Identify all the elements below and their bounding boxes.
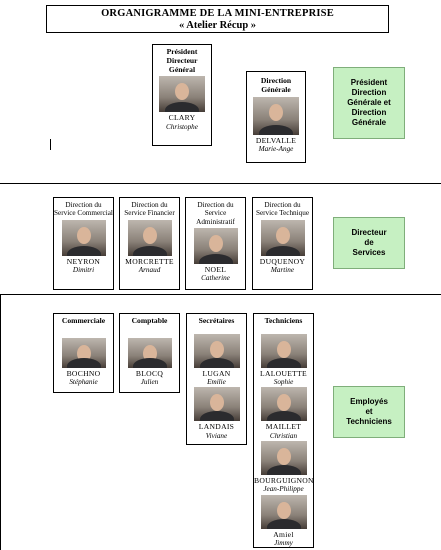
title-line-1: ORGANIGRAMME DE LA MINI-ENTREPRISE [101,8,334,19]
person-photo [193,227,238,264]
legend-label: Directeur de Services [351,228,387,257]
card-role: Techniciens [264,316,303,325]
person-firstname: Arnaud [138,265,161,274]
card-role: Direction du Service Financier [124,201,175,218]
card-role: Comptable [131,316,168,325]
legend-service-directors: Directeur de Services [333,217,405,269]
person-entry: LALOUETTE Sophie [254,333,313,387]
person-entry: LUGAN Emilie [187,333,246,387]
card-role: Président Directeur Général [166,47,198,74]
person-firstname: Christian [269,431,298,440]
person-entry: MAILLET Christian [254,387,313,440]
person-photo [193,333,240,368]
person-firstname: Stéphanie [69,378,98,387]
person-surname: Amiel [273,529,294,539]
chart-title: ORGANIGRAMME DE LA MINI-ENTREPRISE « Ate… [46,5,389,33]
person-surname: BOCHNO [66,368,101,378]
person-firstname: Dimitri [72,265,95,274]
card-role: Direction Générale [260,76,292,94]
card-role: Secrétaires [198,316,235,325]
legend-employees: Employés et Techniciens [333,386,405,438]
separator-line-2 [0,294,441,295]
title-line-2: « Atelier Récup » [178,20,257,31]
person-photo [260,219,305,256]
legend-label: Employés et Techniciens [346,397,392,426]
person-firstname: Viviane [205,431,228,440]
person-photo [127,337,172,368]
person-firstname: Julien [140,378,159,387]
card-pdg: Président Directeur Général CLARY Christ… [152,44,212,146]
person-surname: LANDAIS [198,422,235,432]
card-role: Commerciale [61,316,106,325]
person-photo [61,219,106,256]
card-role: Direction du Service Commercial [54,201,113,218]
card-service-financier: Direction du Service Financier MORCRETTE… [119,197,180,290]
person-surname: MAILLET [265,422,302,432]
separator-line-1 [0,183,441,184]
person-firstname: Catherine [201,274,230,283]
person-firstname: Marie-Ange [258,144,294,153]
person-photo [253,96,299,135]
person-firstname: Martine [270,265,295,274]
person-surname: NOEL [204,264,227,274]
person-entry: LANDAIS Viviane [187,387,246,440]
person-photo [260,387,307,422]
card-comptable: Comptable BLOCQ Julien [119,313,180,393]
card-service-administratif: Direction du Service Administratif NOEL … [185,197,246,290]
person-photo [159,76,205,113]
person-surname: DUQUENOY [259,256,306,266]
person-surname: LALOUETTE [260,368,307,378]
person-surname: BOURGUIGNON [254,475,314,485]
card-secretaires: Secrétaires LUGAN Emilie LANDAIS Viviane [186,313,247,445]
text-cursor [50,139,51,150]
person-firstname: Sophie [273,378,294,387]
person-photo [127,219,172,256]
person-surname: NEYRON [66,256,101,266]
card-commerciale: Commerciale BOCHNO Stéphanie [53,313,114,393]
legend-label: Président Direction Générale et Directio… [347,78,391,127]
card-role: Direction du Service Administratif [196,201,235,226]
person-surname: CLARY [168,113,196,123]
separator-vertical [0,294,1,550]
person-surname: MORCRETTE [125,256,174,266]
person-surname: DELVALLE [255,135,297,145]
person-firstname: Jean-Philippe [263,485,304,494]
person-photo [61,337,106,368]
legend-top-management: Président Direction Générale et Directio… [333,67,405,139]
person-entry: Amiel Jimmy [254,494,313,548]
card-service-technique: Direction du Service Technique DUQUENOY … [252,197,313,290]
person-firstname: Jimmy [274,538,293,547]
person-firstname: Emilie [207,378,226,387]
person-photo [260,333,307,368]
card-service-commercial: Direction du Service Commercial NEYRON D… [53,197,114,290]
person-surname: LUGAN [202,368,231,378]
person-photo [260,440,307,475]
person-photo [260,494,307,529]
person-photo [193,387,240,422]
card-direction-generale: Direction Générale DELVALLE Marie-Ange [246,71,306,163]
card-role: Direction du Service Technique [255,201,310,218]
person-firstname: Christophe [166,122,198,131]
person-entry: BOURGUIGNON Jean-Philippe [254,440,314,494]
card-techniciens: Techniciens LALOUETTE Sophie MAILLET Chr… [253,313,314,548]
person-surname: BLOCQ [135,368,164,378]
